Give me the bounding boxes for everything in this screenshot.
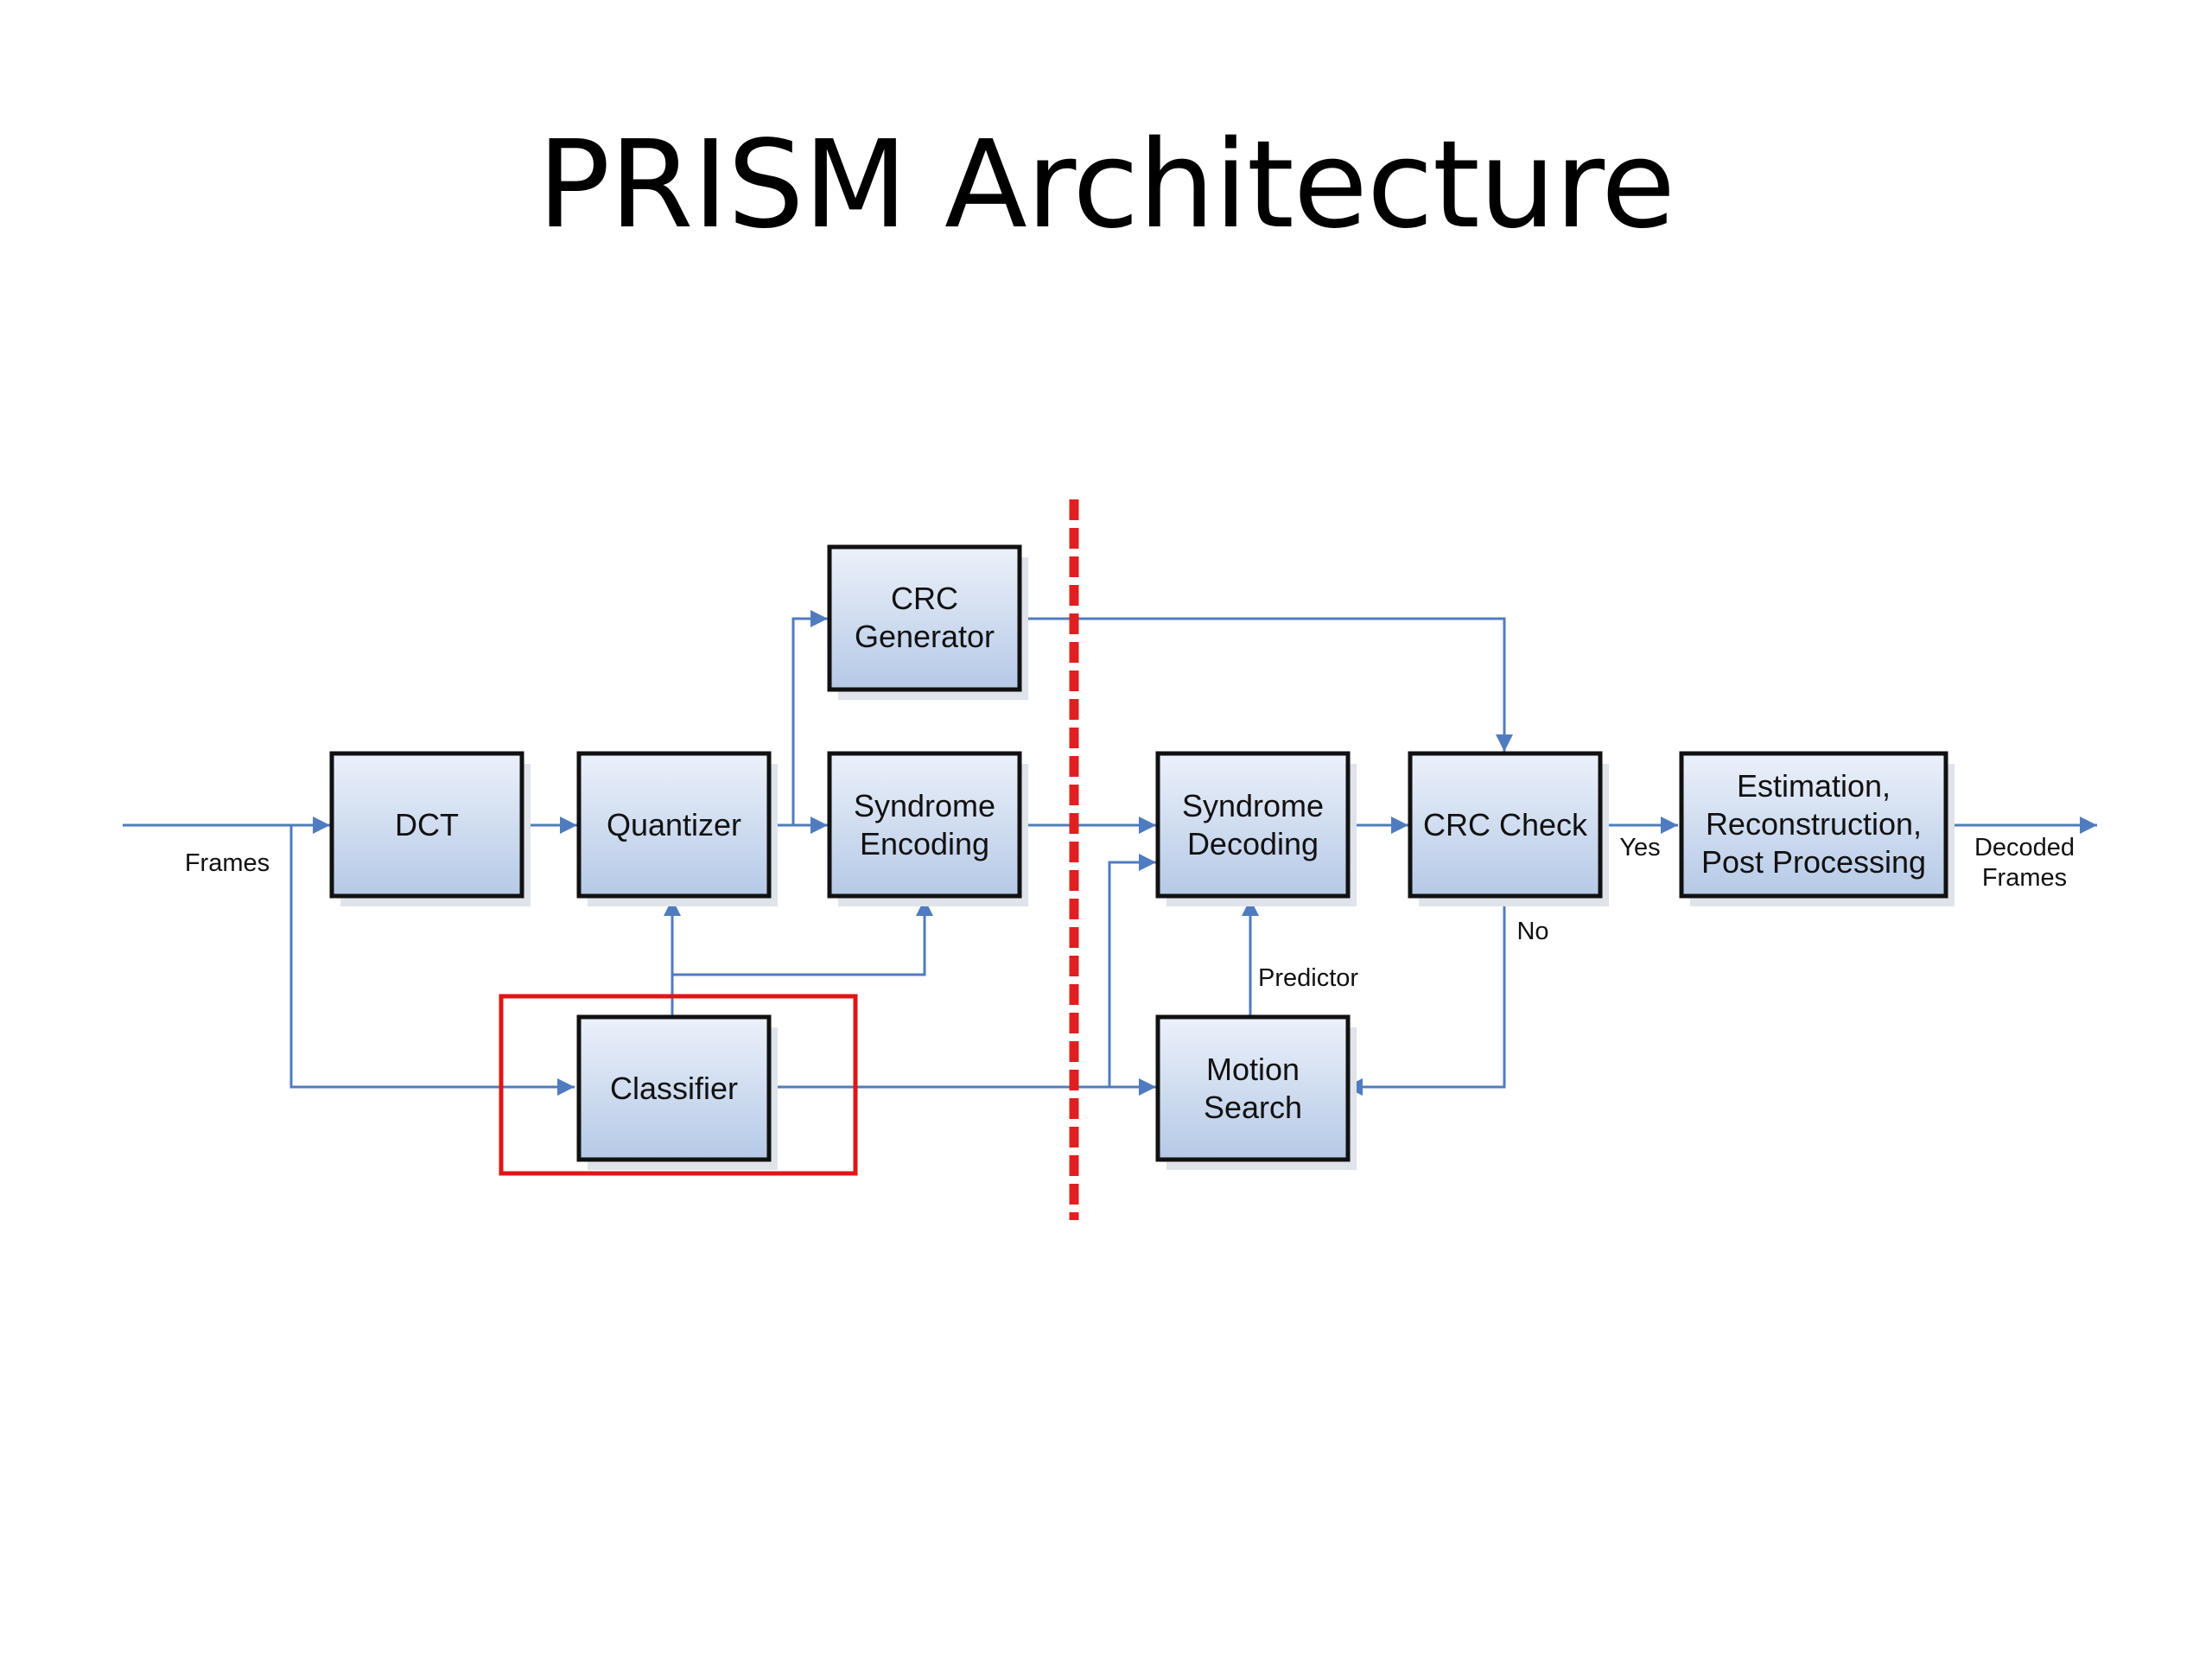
crc-generator-label-line1: CRC <box>891 581 958 616</box>
classifier-label: Classifier <box>610 1071 738 1106</box>
dct-block: DCT <box>329 751 531 906</box>
predictor-label: Predictor <box>1258 964 1358 992</box>
slide-title: PRISM Architecture <box>537 115 1675 256</box>
motion-search-block: Motion Search <box>1155 1014 1357 1170</box>
quantizer-label: Quantizer <box>607 807 741 842</box>
syndrome-decoding-block: Syndrome Decoding <box>1155 751 1357 906</box>
estimation-label-line2: Reconstruction, <box>1706 806 1922 842</box>
crc-check-label: CRC Check <box>1423 807 1588 842</box>
crc-generator-to-crc-check-connector <box>1020 617 1513 752</box>
syndrome-encoding-label-line2: Encoding <box>860 826 989 861</box>
frames-input-label: Frames <box>185 849 270 877</box>
frames-to-classifier-connector <box>289 825 575 1096</box>
quantizer-block: Quantizer <box>576 751 778 906</box>
classifier-highlight-box <box>499 994 858 1176</box>
no-label: No <box>1516 918 1548 945</box>
crc-generator-block: CRC Generator <box>827 544 1028 700</box>
decoded-frames-label-line1: Decoded <box>1974 834 2075 861</box>
classifier-block: Classifier <box>576 1014 778 1170</box>
decoded-frames-label-line2: Frames <box>1982 864 2067 892</box>
estimation-label-line3: Post Processing <box>1701 844 1926 880</box>
yes-label: Yes <box>1619 834 1660 861</box>
syndrome-decoding-label-line2: Decoding <box>1187 826 1319 861</box>
quantizer-to-crc-generator-connector <box>791 610 828 825</box>
motion-search-label-line1: Motion <box>1206 1052 1300 1087</box>
syndrome-encoding-block: Syndrome Encoding <box>827 751 1028 906</box>
motion-search-label-line2: Search <box>1204 1090 1302 1125</box>
feed-to-syndrome-decoding-connector <box>1108 854 1156 1087</box>
crc-check-no-to-motion-search-connector <box>1345 899 1506 1096</box>
classifier-to-syndrome-encoding-connector <box>672 899 933 976</box>
crc-generator-label-line2: Generator <box>855 619 995 654</box>
syndrome-encoding-label-line1: Syndrome <box>854 788 995 823</box>
estimation-label-line1: Estimation, <box>1737 768 1891 804</box>
crc-check-block: CRC Check <box>1408 751 1609 906</box>
syndrome-decoding-label-line1: Syndrome <box>1182 788 1324 823</box>
estimation-block: Estimation, Reconstruction, Post Process… <box>1679 751 1955 906</box>
dct-label: DCT <box>395 807 459 842</box>
